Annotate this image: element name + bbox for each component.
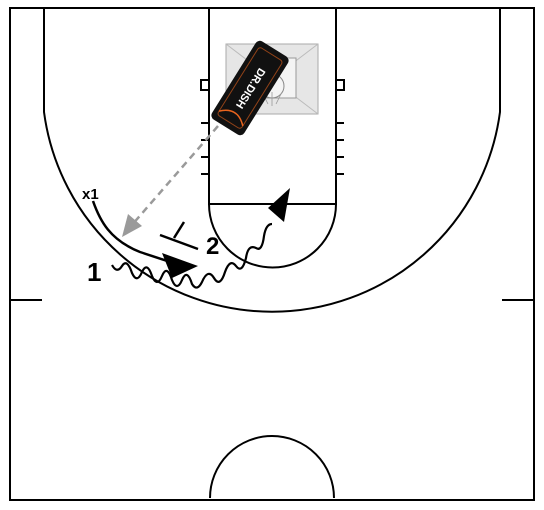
step-label-two: 2: [206, 233, 219, 260]
screen-marker-icon: [159, 221, 199, 251]
three-point-line: [43, 8, 501, 313]
shooting-machine-icon: DR.DISH: [211, 40, 289, 136]
dribble-arrow-icon: [111, 188, 290, 289]
center-circle: [209, 435, 335, 499]
lane-hash-marks-left: [200, 79, 210, 175]
pass-arrow-icon: [122, 125, 219, 237]
player-label: x1: [82, 186, 99, 203]
lane-hash-marks-right: [335, 79, 345, 175]
free-throw-circle: [208, 203, 337, 269]
player-cut-arrow-icon: [91, 200, 198, 278]
step-label-one: 1: [87, 257, 101, 287]
